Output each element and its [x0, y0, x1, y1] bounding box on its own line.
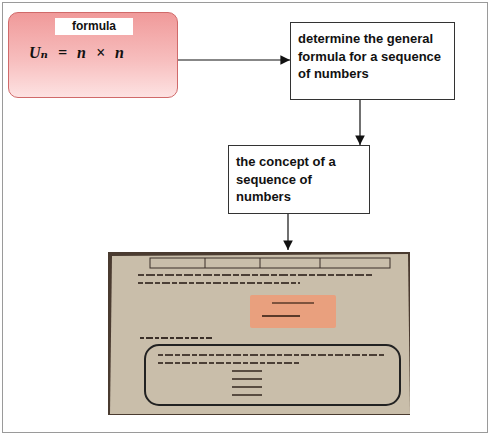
node-text: Uₙ = n × n	[29, 43, 169, 64]
node-text: the concept of a sequence of numbers	[236, 153, 362, 206]
arrow-connector	[178, 59, 290, 60]
photo-illustration	[108, 252, 410, 415]
formula-tag: formula	[55, 18, 133, 35]
formula-panel: Uₙ = n × n formula	[8, 12, 178, 98]
outer-frame	[3, 3, 488, 433]
process-box: determine the general formula for a sequ…	[290, 22, 455, 100]
arrow-connector	[359, 100, 360, 145]
process-box: the concept of a sequence of numbers	[228, 145, 370, 214]
node-text: determine the general formula for a sequ…	[298, 30, 447, 83]
node-text: formula	[59, 19, 129, 33]
photo-arrow	[287, 210, 288, 250]
